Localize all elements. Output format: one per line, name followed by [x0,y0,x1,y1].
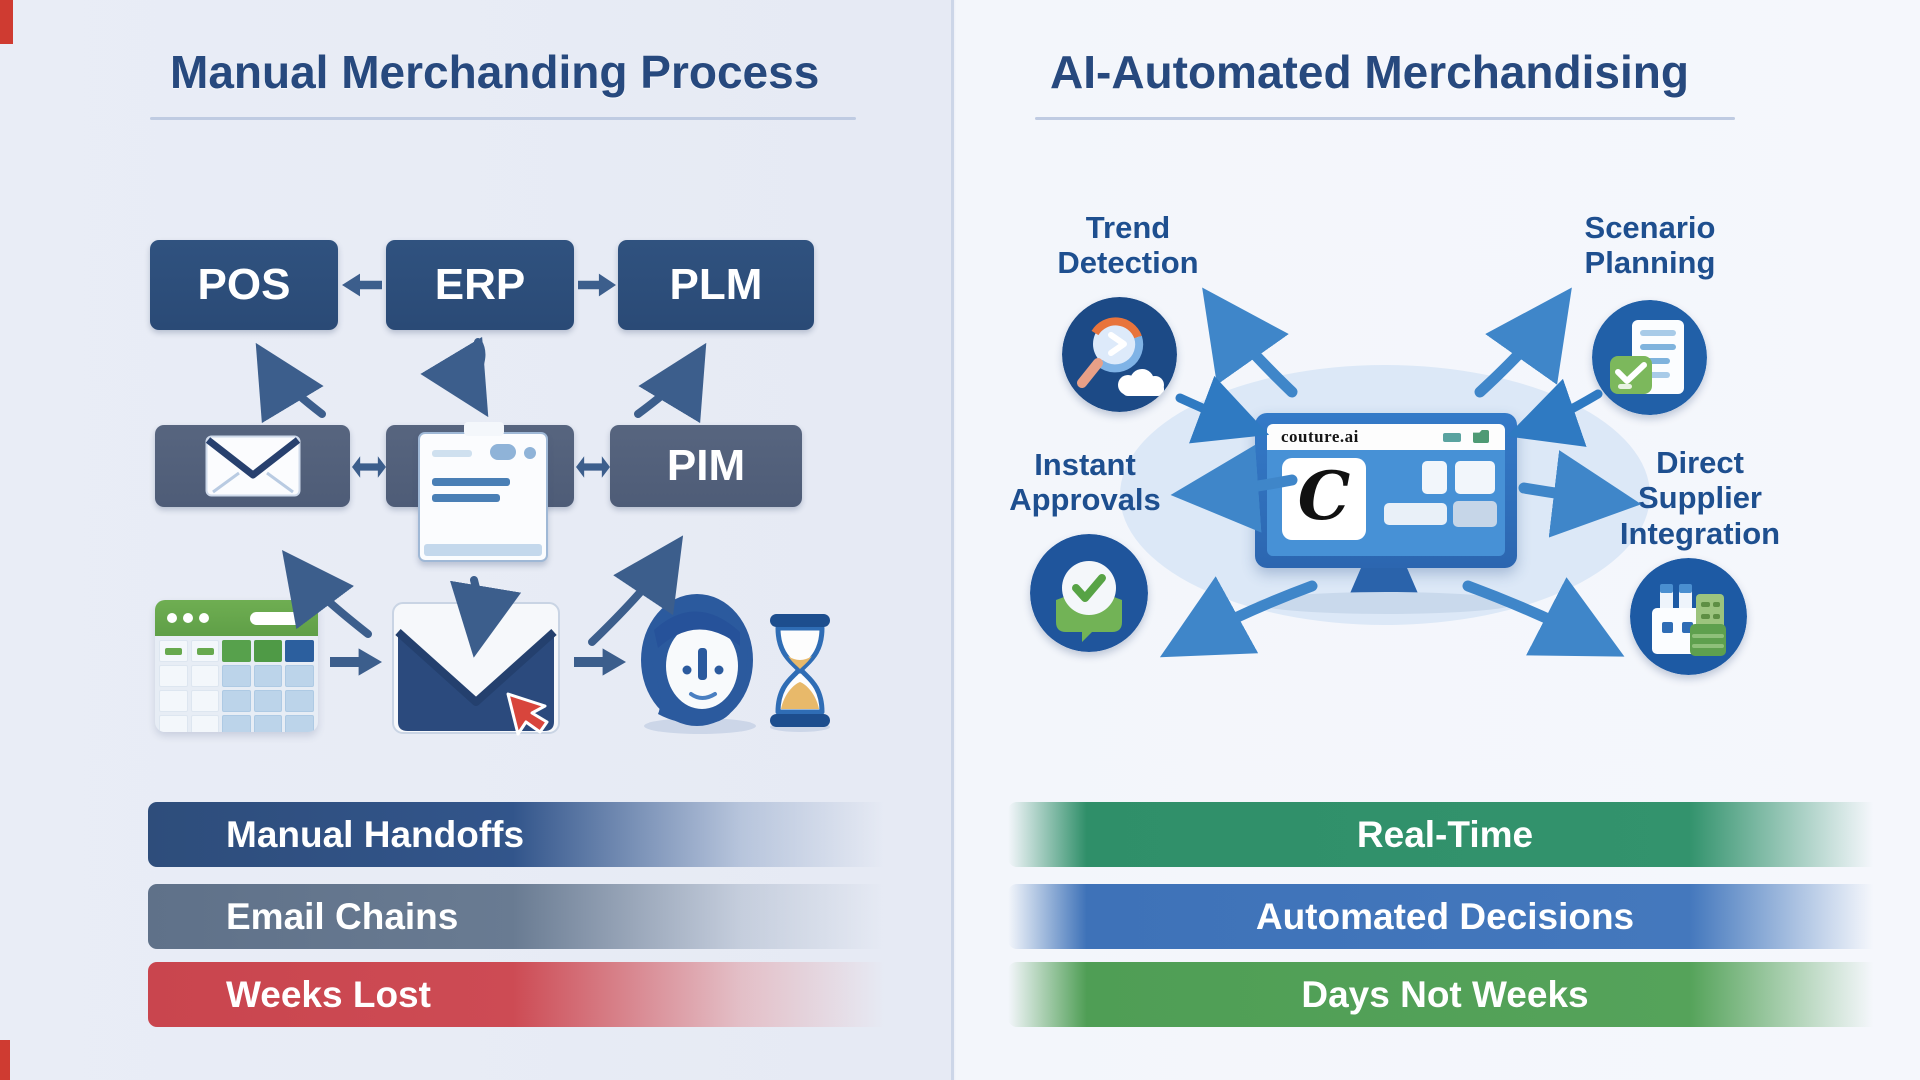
right-title-rule [1035,117,1735,120]
screen-tile [1384,503,1447,525]
bar-automated-decisions: Automated Decisions [1008,884,1882,949]
arrow-erp-down [420,336,489,418]
left-panel-title: Manual Merchanding Process [170,46,820,98]
arrow-email-to-review-icon [574,648,626,676]
arrow-erp-to-plm-icon [578,273,616,297]
supplier-factory-icon [1630,558,1747,675]
box-pos-label: POS [197,260,291,309]
arrow-doc-to-plm [634,342,707,424]
left-title-rule [150,117,856,120]
bar-weeks-lost: Weeks Lost [148,962,908,1027]
browser-folder-icon [1473,430,1489,443]
box-pos: POS [150,240,338,330]
panel-divider [951,0,954,1080]
arrow-document-pim-icon [576,456,610,478]
couture-logo: C [1297,457,1351,535]
person-waiting-icon [641,594,756,734]
bar-manual-handoffs-label: Manual Handoffs [226,814,525,855]
arrow-erp-to-pos-icon [342,273,382,297]
trend-magnifier-icon [1062,297,1177,412]
label-scenario-planning: Scenario Planning [1584,210,1716,281]
arrow-email-document-icon [352,456,386,478]
email-cursor-icon [392,602,560,736]
browser-bar: couture.ai [1267,424,1505,450]
bar-real-time: Real-Time [1008,802,1882,867]
screen-tile [1422,461,1447,494]
browser-tab-icon [1443,433,1461,442]
bar-email-chains: Email Chains [148,884,908,949]
arrow-email-to-pos [255,342,326,424]
bar-real-time-label: Real-Time [1356,814,1534,855]
scenario-checklist-icon [1592,300,1707,415]
box-plm: PLM [618,240,814,330]
box-erp: ERP [386,240,574,330]
label-direct-supplier-integration: Direct Supplier Integration [1619,445,1781,551]
browser-brand: couture.ai [1281,427,1359,446]
monitor-frame: couture.ai C [1255,413,1517,568]
screen-tile [1453,501,1497,527]
box-erp-label: ERP [434,260,526,309]
label-trend-detection: Trend Detection [1057,210,1199,281]
box-pim-label: PIM [666,441,746,490]
email-icon [205,435,300,497]
box-plm-label: PLM [669,260,763,309]
hourglass-icon [770,614,830,732]
box-email-channel [155,425,350,507]
approval-check-icon [1030,534,1148,652]
logo-card: C [1282,457,1366,540]
bar-weeks-lost-label: Weeks Lost [226,974,431,1015]
bar-email-chains-label: Email Chains [226,896,459,937]
bar-days-not-weeks-label: Days Not Weeks [1301,974,1589,1015]
red-edge-artifact-top [0,0,13,44]
bar-manual-handoffs: Manual Handoffs [148,802,908,867]
spreadsheet-icon [155,600,318,732]
arrow-spreadsheet-to-email-icon [330,648,382,676]
red-edge-artifact-bottom [0,1040,10,1080]
label-instant-approvals: Instant Approvals [1009,447,1161,518]
box-pim: PIM [610,425,802,507]
document-icon [418,422,548,562]
bar-days-not-weeks: Days Not Weeks [1008,962,1882,1027]
screen-tile [1455,461,1495,494]
right-panel-title: AI-Automated Merchandising [1050,46,1689,98]
monitor-base-shadow [1256,592,1516,614]
bar-automated-decisions-label: Automated Decisions [1255,896,1635,937]
monitor-screen: couture.ai C [1267,424,1505,556]
